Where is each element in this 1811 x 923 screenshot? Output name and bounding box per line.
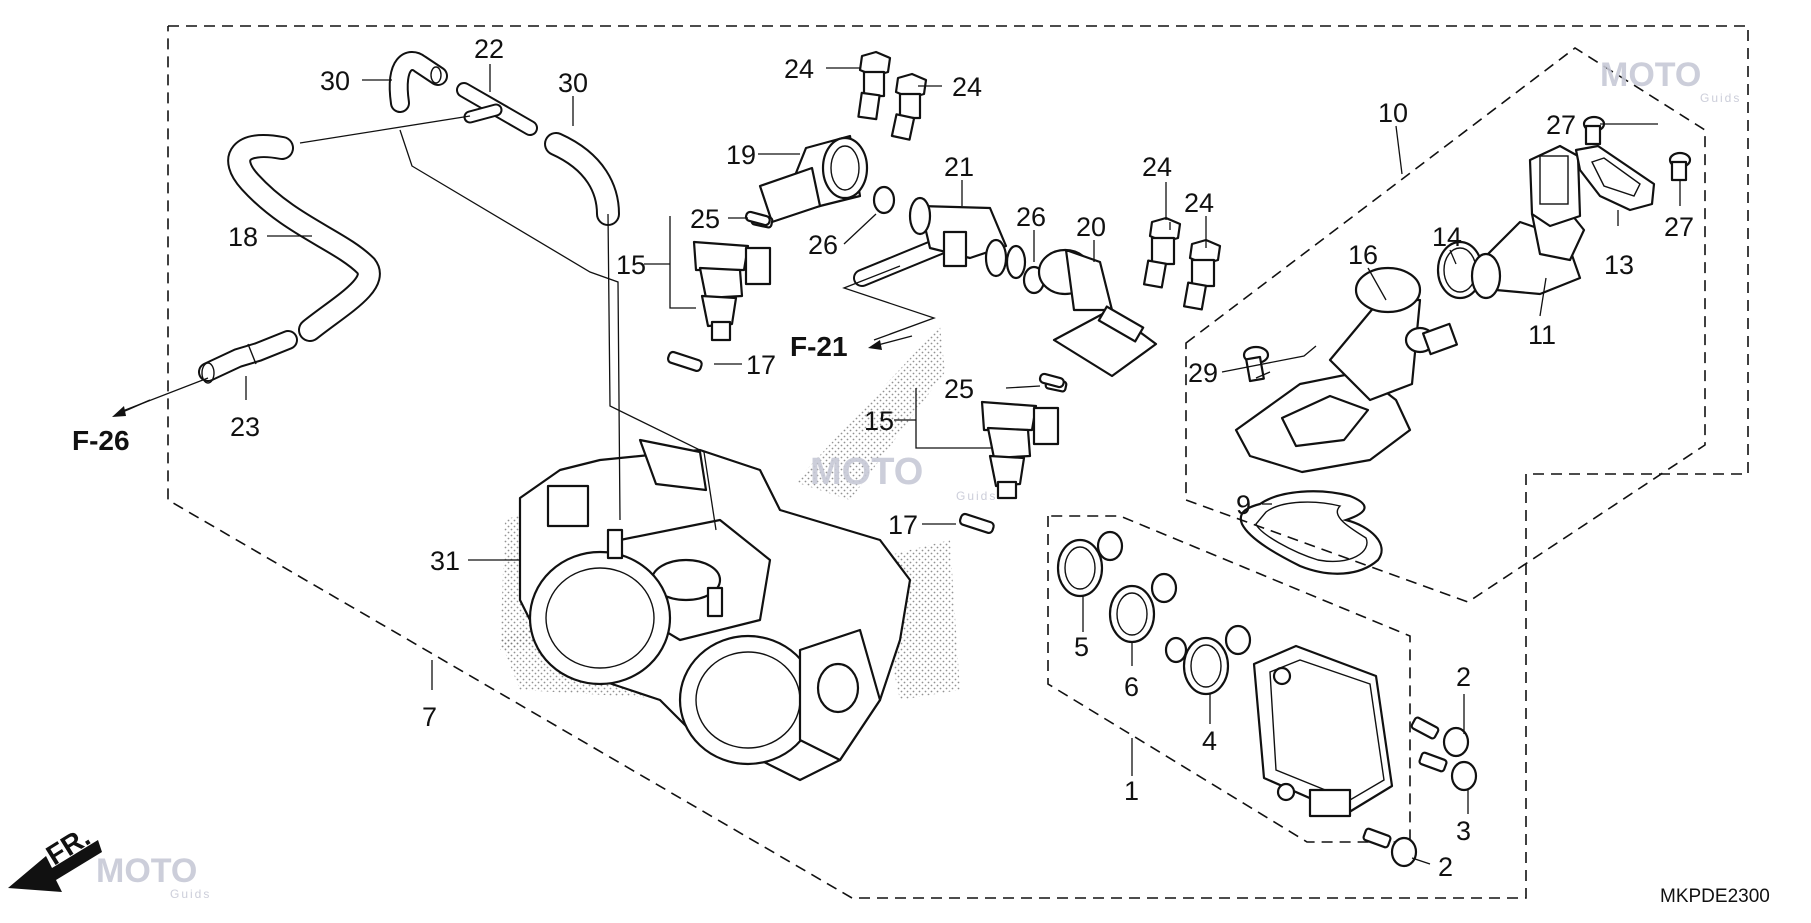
watermark-center: MOTO Guids	[810, 451, 997, 503]
label-part-26-right: 26	[1016, 202, 1046, 232]
arrow-f21	[868, 335, 913, 350]
screw-27-right	[1668, 151, 1692, 182]
label-part-26-left: 26	[808, 230, 838, 260]
label-part-31: 31	[430, 546, 460, 576]
o-ring-26-left	[872, 185, 896, 215]
label-part-2-upper: 2	[1456, 662, 1471, 692]
throttle-body-31	[518, 438, 912, 782]
hose-30-right	[544, 132, 620, 226]
label-part-1: 1	[1124, 776, 1139, 806]
holder-20	[1037, 248, 1158, 378]
gasket-9	[1239, 490, 1383, 575]
bolt-24-a	[857, 50, 892, 121]
watermark-top-right: MOTO Guids	[1600, 56, 1741, 105]
svg-text:Guids: Guids	[170, 887, 211, 901]
label-part-7: 7	[422, 702, 437, 732]
label-part-10: 10	[1378, 98, 1408, 128]
leader-lines	[119, 64, 1681, 865]
label-part-29: 29	[1188, 358, 1218, 388]
label-part-24-b: 24	[952, 72, 982, 102]
label-part-14: 14	[1432, 222, 1462, 252]
hose-18	[227, 134, 381, 342]
label-part-25-lower: 25	[944, 374, 974, 404]
gasket-5	[1056, 530, 1124, 598]
o-ring-25-lower	[1038, 372, 1065, 389]
label-part-24-a: 24	[784, 54, 814, 84]
svg-text:MOTO: MOTO	[1600, 56, 1701, 94]
injector-15-upper	[692, 213, 774, 342]
label-part-2-lower: 2	[1438, 852, 1453, 882]
label-part-19: 19	[726, 140, 756, 170]
front-arrow-icon	[8, 840, 102, 892]
label-part-11: 11	[1528, 320, 1556, 350]
bolt-2-lower	[1362, 827, 1418, 868]
label-part-5: 5	[1074, 632, 1089, 662]
bolt-24-d	[1182, 238, 1222, 311]
hose-30-left	[388, 51, 448, 113]
bolt-24-b	[890, 72, 928, 141]
arrow-f26	[112, 399, 151, 417]
svg-text:Guids: Guids	[956, 489, 997, 503]
ref-f21: F-21	[790, 331, 848, 362]
label-part-24-d: 24	[1184, 188, 1214, 218]
fuel-rail-21	[853, 196, 1027, 287]
svg-text:MOTO: MOTO	[96, 852, 197, 890]
sensor-body-16	[1234, 266, 1459, 474]
label-part-6: 6	[1124, 672, 1139, 702]
label-part-30-left: 30	[320, 66, 350, 96]
label-part-23: 23	[230, 412, 260, 442]
label-part-27-right: 27	[1664, 212, 1694, 242]
holder-19	[758, 134, 869, 224]
watermark-bottom-left: MOTO Guids	[96, 852, 211, 901]
label-part-22: 22	[474, 34, 504, 64]
subassembly-boundary-10	[1185, 47, 1706, 603]
label-part-20: 20	[1076, 212, 1106, 242]
gasket-13	[1574, 144, 1656, 212]
bolt-3	[1418, 751, 1478, 792]
label-part-13: 13	[1604, 250, 1634, 280]
svg-text:MOTO: MOTO	[810, 451, 923, 493]
injector-15-lower	[980, 377, 1068, 500]
o-ring-17-upper	[666, 350, 703, 373]
label-part-16: 16	[1348, 240, 1378, 270]
ref-f26: F-26	[72, 425, 130, 456]
ecu-cover-1	[1252, 644, 1394, 818]
screw-27-top	[1582, 115, 1606, 146]
label-part-3: 3	[1456, 816, 1471, 846]
gasket-6	[1108, 572, 1178, 644]
label-part-9: 9	[1236, 490, 1251, 520]
pipe-22	[456, 82, 538, 136]
label-part-4: 4	[1202, 726, 1217, 756]
label-part-15-lower: 15	[864, 406, 894, 436]
svg-text:Guids: Guids	[1700, 91, 1741, 105]
label-part-17-upper: 17	[746, 350, 776, 380]
fitting-23	[198, 330, 298, 384]
o-ring-17-lower	[958, 512, 995, 535]
subassembly-boundary-1	[1047, 515, 1411, 843]
label-part-30-right: 30	[558, 68, 588, 98]
bolt-24-c	[1142, 216, 1182, 289]
label-part-15-upper: 15	[616, 250, 646, 280]
bolt-2-upper	[1410, 716, 1470, 758]
label-part-24-c: 24	[1142, 152, 1172, 182]
label-part-21: 21	[944, 152, 974, 182]
gasket-4	[1164, 624, 1252, 696]
o-ring-25-upper	[744, 210, 771, 227]
shaded-area-injector	[795, 326, 945, 500]
label-part-25-upper: 25	[690, 204, 720, 234]
diagram-code: MKPDE2300	[1660, 886, 1770, 907]
label-part-17-lower: 17	[888, 510, 918, 540]
label-part-18: 18	[228, 222, 258, 252]
screw-29	[1242, 345, 1270, 383]
label-part-27-top: 27	[1546, 110, 1576, 140]
actuator-11	[1470, 144, 1586, 300]
